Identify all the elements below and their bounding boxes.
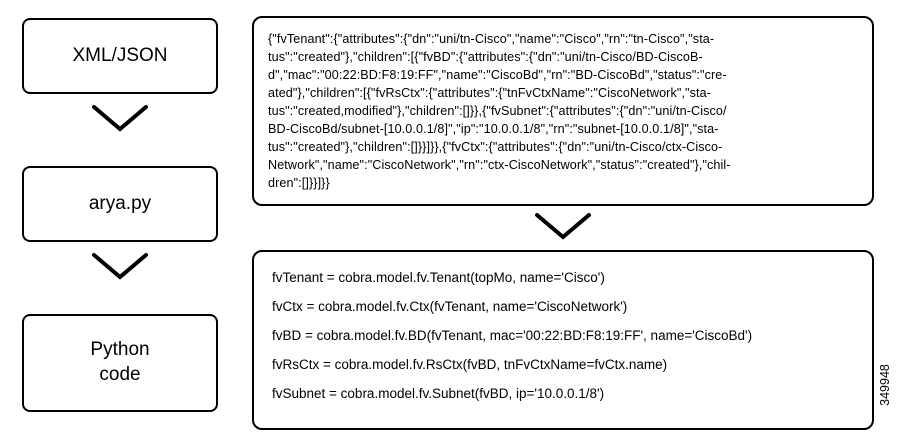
python-code-line: fvSubnet = cobra.model.fv.Subnet(fvBD, i… xyxy=(272,386,605,401)
python-code-line: fvRsCtx = cobra.model.fv.RsCtx(fvBD, tnF… xyxy=(272,357,668,372)
down-chevron-icon xyxy=(91,252,149,280)
json-input-panel: {"fvTenant":{"attributes":{"dn":"uni/tn-… xyxy=(252,16,874,206)
down-chevron-glyph xyxy=(92,253,148,280)
python-code-lines: fvTenant = cobra.model.fv.Tenant(topMo, … xyxy=(254,252,872,429)
flow-step-arya-py-label: arya.py xyxy=(88,192,152,214)
python-code-line: fvTenant = cobra.model.fv.Tenant(topMo, … xyxy=(272,270,605,285)
flow-step-python-code: Python code xyxy=(22,314,218,412)
figure-id-label: 349948 xyxy=(877,364,892,406)
python-output-panel: fvTenant = cobra.model.fv.Tenant(topMo, … xyxy=(252,250,874,430)
flow-step-xml-json: XML/JSON xyxy=(22,18,218,94)
python-code-line: fvBD = cobra.model.fv.BD(fvTenant, mac='… xyxy=(272,328,753,343)
python-code-line: fvCtx = cobra.model.fv.Ctx(fvTenant, nam… xyxy=(272,299,628,314)
down-chevron-icon xyxy=(534,212,592,240)
flow-step-xml-json-label: XML/JSON xyxy=(72,44,168,66)
json-input-text: {"fvTenant":{"attributes":{"dn":"uni/tn-… xyxy=(268,32,731,190)
flow-step-python-code-label: Python code xyxy=(90,339,150,385)
down-chevron-glyph xyxy=(535,213,591,240)
down-chevron-glyph xyxy=(92,105,148,132)
down-chevron-icon xyxy=(91,104,149,132)
flow-step-arya-py: arya.py xyxy=(22,166,218,242)
